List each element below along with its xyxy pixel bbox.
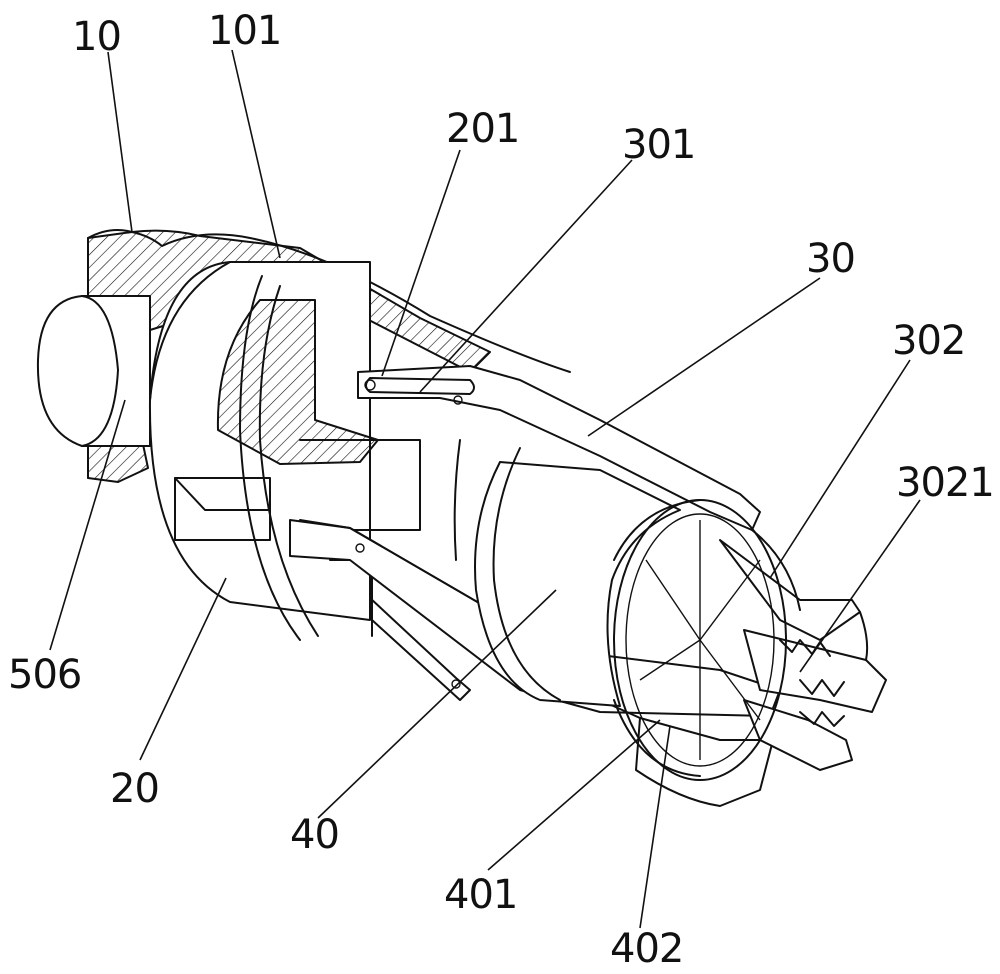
label-301: 301 bbox=[622, 122, 695, 168]
leader-10 bbox=[107, 51, 133, 233]
leader-402 bbox=[639, 725, 671, 929]
label-506: 506 bbox=[8, 652, 81, 698]
label-20: 20 bbox=[110, 766, 159, 812]
label-201: 201 bbox=[446, 106, 519, 152]
leader-401 bbox=[487, 719, 661, 871]
label-10: 10 bbox=[72, 14, 121, 60]
label-402: 402 bbox=[610, 926, 683, 972]
leader-lines bbox=[49, 49, 921, 929]
leader-301 bbox=[419, 159, 633, 393]
part-401-402-spoked-ring bbox=[613, 499, 787, 781]
leader-30 bbox=[587, 277, 821, 437]
leader-20 bbox=[139, 577, 227, 761]
label-101: 101 bbox=[208, 8, 281, 54]
label-3021: 3021 bbox=[896, 460, 994, 506]
leader-40 bbox=[317, 589, 557, 819]
label-401: 401 bbox=[444, 872, 517, 918]
leader-201 bbox=[381, 149, 461, 377]
label-40: 40 bbox=[290, 812, 339, 858]
part-506-rear-tube bbox=[36, 295, 151, 447]
leader-101 bbox=[231, 49, 281, 259]
label-30: 30 bbox=[806, 236, 855, 282]
reference-numerals: 10 101 201 301 30 302 3021 506 20 40 401… bbox=[8, 8, 995, 972]
leader-3021 bbox=[799, 499, 921, 673]
leader-506 bbox=[49, 399, 126, 651]
part-40-inner-drum bbox=[453, 439, 681, 707]
leader-302 bbox=[769, 359, 911, 579]
label-302: 302 bbox=[892, 318, 965, 364]
